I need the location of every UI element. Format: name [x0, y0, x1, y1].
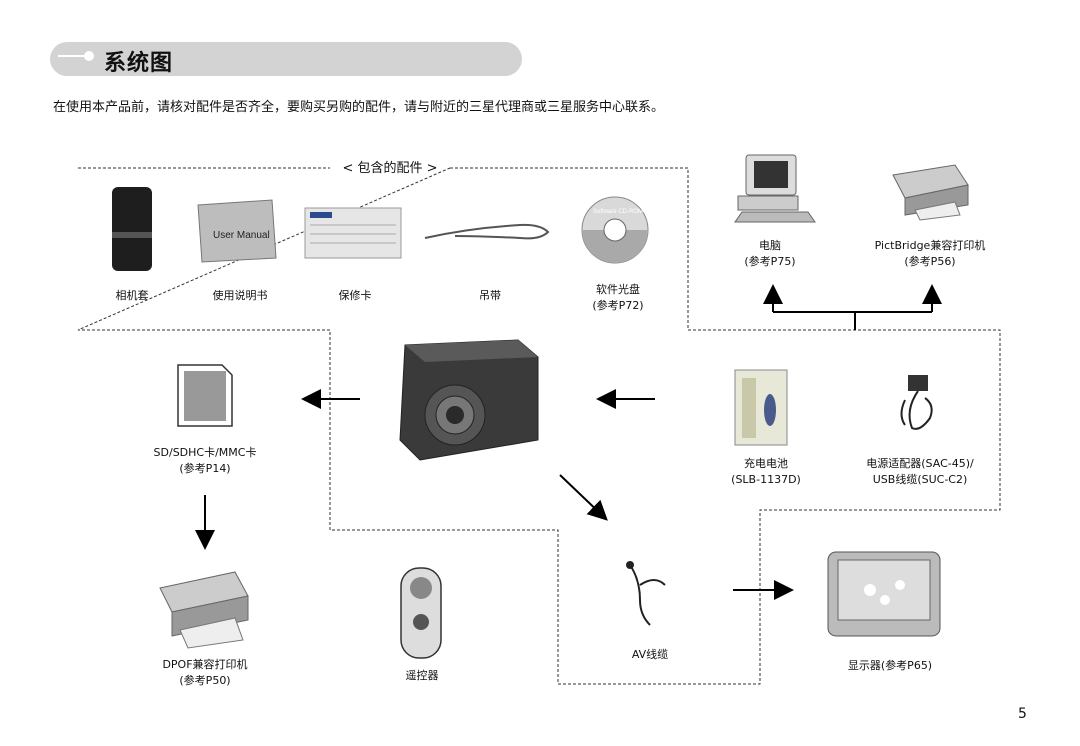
tv-icon: [827, 551, 941, 637]
user-manual-label: 使用说明书: [212, 289, 268, 302]
av-cable-label: AV线缆: [631, 648, 669, 661]
included-box-outline: [77, 167, 1001, 685]
camera-case-label: 相机套: [115, 289, 149, 302]
title-bar: [50, 42, 522, 76]
cd-text: Software CD-ROM: [593, 209, 643, 215]
connection-arrows: [195, 284, 942, 600]
pictbridge-printer-label: PictBridge兼容打印机 (参考P56): [874, 239, 986, 268]
warranty-card-label: 保修卡: [338, 289, 372, 302]
software-cd-icon: Software CD-ROM: [581, 196, 649, 264]
battery-label: 充电电池 (SLB-1137D): [731, 457, 801, 486]
sd-card-icon: [177, 364, 233, 427]
warranty-card-icon: [304, 207, 402, 259]
pc-icon: [734, 154, 816, 223]
av-cable-icon: [626, 561, 666, 626]
intro-text: 在使用本产品前，请核对配件是否齐全，要购买另购的配件，请与附近的三星代理商或三星…: [53, 100, 665, 115]
software-cd-label: 软件光盘 (参考P72): [592, 283, 644, 312]
pc-label: 电脑 (参考P75): [744, 239, 796, 268]
pictbridge-printer-icon: [892, 164, 969, 221]
page-number: 5: [1018, 706, 1027, 722]
page-title: 系统图: [104, 51, 174, 76]
remote-control-icon: [400, 567, 442, 659]
tv-label: 显示器(参考P65): [847, 659, 933, 672]
battery-icon: [734, 369, 788, 446]
strap-label: 吊带: [479, 289, 501, 302]
remote-control-label: 遥控器: [405, 669, 439, 682]
dpof-printer-icon: [159, 571, 249, 649]
included-accessories-header: < 包含的配件 >: [342, 161, 438, 176]
adapter-usb-cable-icon: [900, 375, 933, 430]
manual-cover-text: User Manual: [213, 230, 270, 241]
sd-card-label: SD/SDHC卡/MMC卡 (参考P14): [153, 446, 257, 475]
title-bullet-icon: [58, 51, 94, 61]
strap-icon: [424, 223, 550, 240]
adapter-usb-label: 电源适配器(SAC-45)/ USB线缆(SUC-C2): [866, 457, 974, 486]
camera-icon: [399, 339, 539, 461]
camera-case-icon: [112, 187, 152, 271]
user-manual-icon: User Manual: [197, 199, 277, 263]
dpof-printer-label: DPOF兼容打印机 (参考P50): [162, 658, 248, 687]
